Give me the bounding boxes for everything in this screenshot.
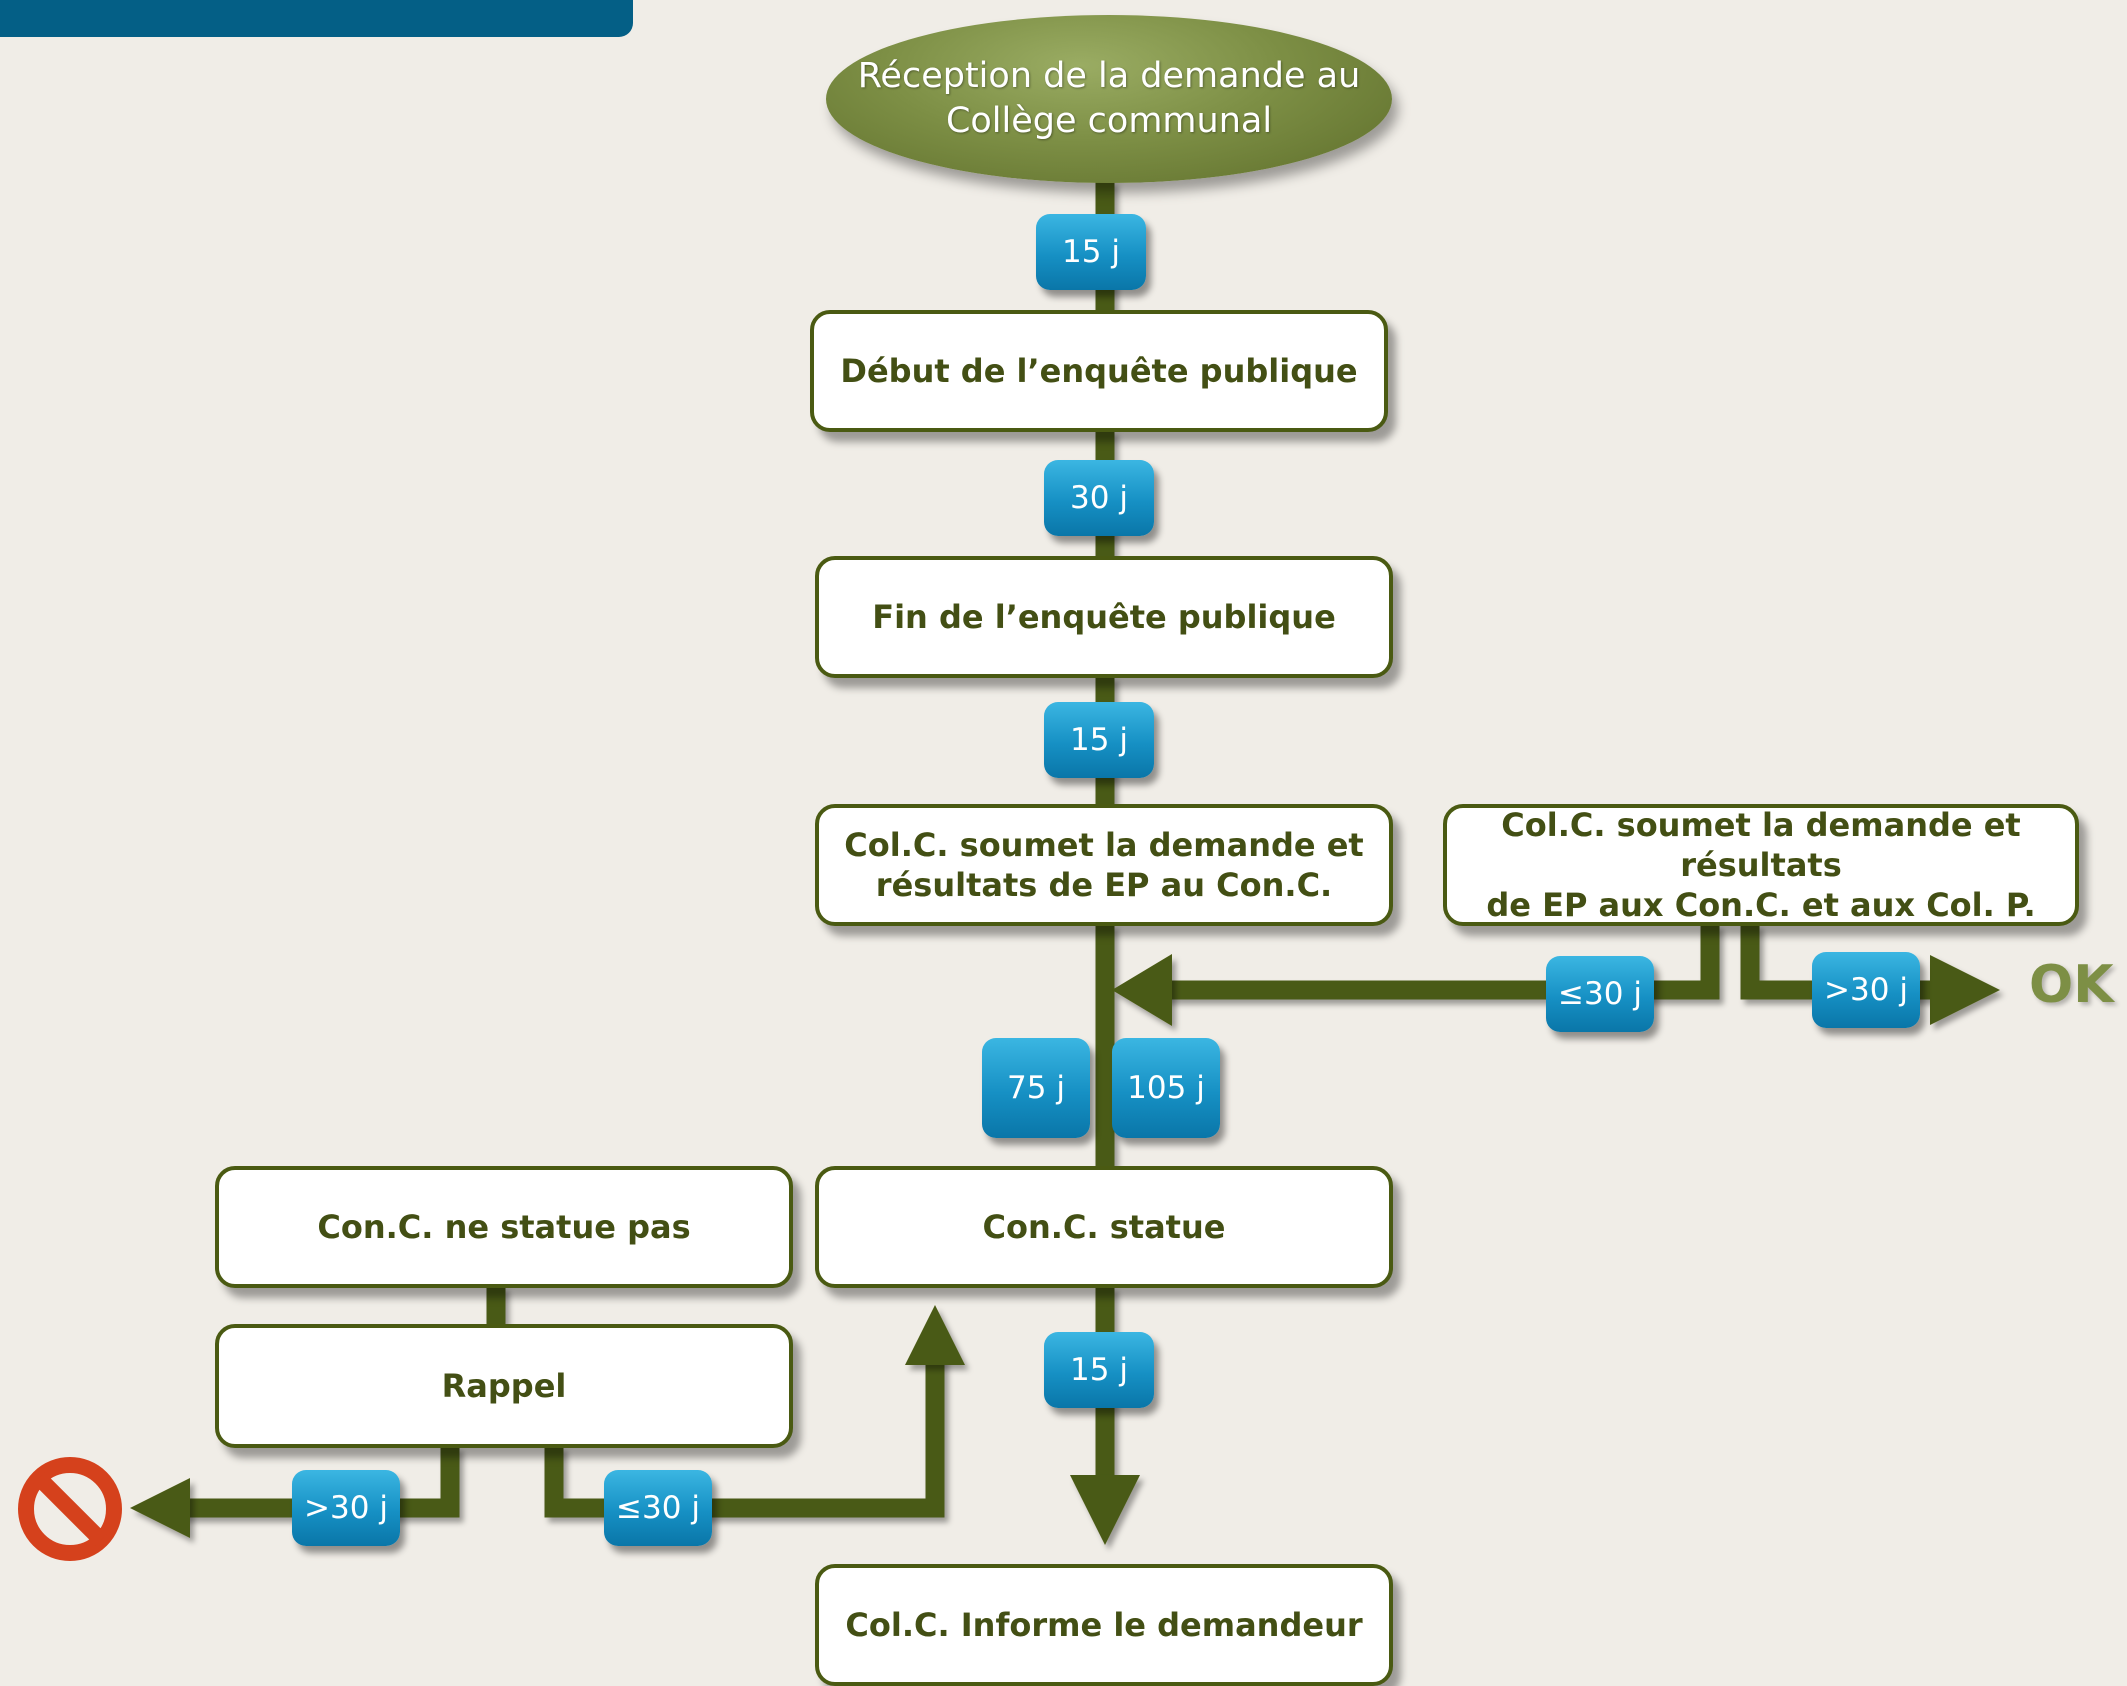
duration-badge-75j: 75 j bbox=[982, 1038, 1090, 1138]
start-label-line2: Collège communal bbox=[945, 101, 1273, 141]
duration-badge-15j-1: 15 j bbox=[1036, 214, 1146, 290]
box-statue-label: Con.C. statue bbox=[982, 1208, 1226, 1246]
line-rappel-gt30 bbox=[175, 1446, 460, 1518]
arrowhead-up-statue bbox=[905, 1305, 965, 1365]
arrowhead-down-informe bbox=[1070, 1475, 1140, 1545]
header-bar bbox=[0, 0, 633, 37]
start-node: Réception de la demande au Collège commu… bbox=[826, 15, 1392, 183]
line-colp-le30 bbox=[1160, 924, 1720, 1000]
duration-badge-15j-3: 15 j bbox=[1044, 1332, 1154, 1408]
box-soumet-colp-line2: de EP aux Con.C. et aux Col. P. bbox=[1486, 886, 2036, 924]
box-con-ne-statue-pas: Con.C. ne statue pas bbox=[215, 1166, 793, 1288]
box-con-statue: Con.C. statue bbox=[815, 1166, 1393, 1288]
box-soumet-conc-line1: Col.C. soumet la demande et bbox=[844, 826, 1364, 864]
duration-badge-30j: 30 j bbox=[1044, 460, 1154, 536]
box-soumet-conc-line2: résultats de EP au Con.C. bbox=[875, 866, 1333, 904]
box-soumet-colp-line1: Col.C. soumet la demande et résultats bbox=[1501, 806, 2021, 884]
arrowhead-left-trunk bbox=[1112, 954, 1172, 1026]
duration-badge-le30-right: ≤30 j bbox=[1546, 956, 1654, 1032]
box-debut-enquete: Début de l’enquête publique bbox=[810, 310, 1388, 432]
box-rappel-label: Rappel bbox=[441, 1367, 567, 1405]
ok-outcome: OK bbox=[2029, 955, 2114, 1015]
arrowhead-left-refusal bbox=[130, 1478, 190, 1538]
box-fin-label: Fin de l’enquête publique bbox=[872, 598, 1336, 636]
box-informe-demandeur: Col.C. Informe le demandeur bbox=[815, 1564, 1393, 1686]
no-entry-icon bbox=[18, 1457, 122, 1561]
duration-badge-gt30-left: >30 j bbox=[292, 1470, 400, 1546]
box-fin-enquete: Fin de l’enquête publique bbox=[815, 556, 1393, 678]
box-informe-label: Col.C. Informe le demandeur bbox=[845, 1606, 1363, 1644]
box-rappel: Rappel bbox=[215, 1324, 793, 1448]
duration-badge-105j: 105 j bbox=[1112, 1038, 1220, 1138]
start-label-line1: Réception de la demande au bbox=[857, 56, 1361, 96]
box-ne-statue-label: Con.C. ne statue pas bbox=[317, 1208, 691, 1246]
line-rappel-le30 bbox=[544, 1350, 945, 1518]
box-soumet-colp: Col.C. soumet la demande et résultats de… bbox=[1443, 804, 2079, 926]
duration-badge-gt30-right: >30 j bbox=[1812, 952, 1920, 1028]
box-soumet-conc: Col.C. soumet la demande et résultats de… bbox=[815, 804, 1393, 926]
duration-badge-15j-2: 15 j bbox=[1044, 702, 1154, 778]
duration-badge-le30-left: ≤30 j bbox=[604, 1470, 712, 1546]
box-debut-label: Début de l’enquête publique bbox=[840, 352, 1358, 390]
arrowhead-right-ok bbox=[1930, 955, 2000, 1025]
